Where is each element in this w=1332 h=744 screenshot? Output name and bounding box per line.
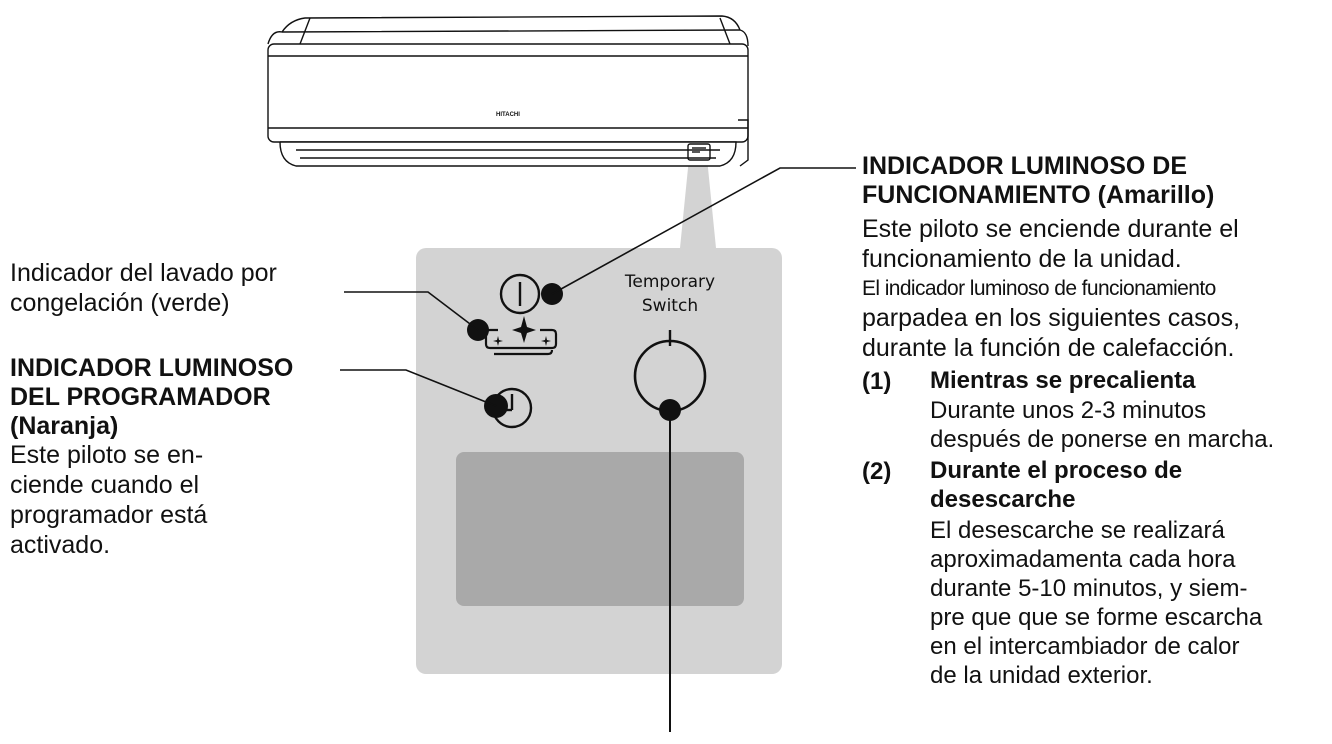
- list-item-title: Durante el proceso de desescarche: [930, 456, 1182, 514]
- power-icon: [499, 273, 541, 315]
- freeze-wash-leader: [344, 291, 479, 331]
- list-item-body: Durante unos 2-3 minutos después de pone…: [930, 396, 1274, 454]
- list-item-number: (2): [862, 458, 892, 485]
- body-line: El desescarche se realizará: [930, 517, 1225, 544]
- label-line: Indicador del lavado por: [10, 259, 277, 287]
- list-item-title: Mientras se precalienta: [930, 367, 1196, 394]
- caption-line: Temporary: [624, 272, 716, 292]
- callout-cone: [680, 148, 716, 248]
- desc-line: programador está: [10, 501, 208, 529]
- freeze-wash-label: Indicador del lavado por congelación (ve…: [10, 258, 277, 318]
- desc-line: durante la función de calefacción.: [862, 334, 1235, 362]
- caption-line: Switch: [641, 296, 699, 316]
- display-window: [456, 452, 744, 606]
- desc-line: Este piloto se en-: [10, 441, 204, 469]
- label-title-line: FUNCIONAMIENTO (Amarillo): [862, 181, 1215, 209]
- temporary-switch-caption: Temporary Switch: [600, 270, 740, 318]
- desc-line: Este piloto se enciende durante el: [862, 215, 1239, 243]
- desc-line: El indicador luminoso de funcionamiento: [862, 277, 1216, 300]
- timer-label: INDICADOR LUMINOSO DEL PROGRAMADOR (Nara…: [10, 354, 293, 441]
- label-line: congelación (verde): [10, 289, 230, 317]
- body-line: en el intercambiador de calor: [930, 633, 1240, 660]
- operation-leader: [551, 167, 856, 295]
- label-title-line: INDICADOR LUMINOSO DE: [862, 152, 1187, 180]
- brand-logo: HITACHI: [496, 112, 520, 118]
- desc-line: funcionamiento de la unidad.: [862, 245, 1182, 273]
- body-line: de la unidad exterior.: [930, 662, 1153, 689]
- list-item-number: (1): [862, 368, 892, 395]
- indoor-unit: [267, 15, 749, 167]
- desc-line: ciende cuando el: [10, 471, 200, 499]
- body-line: Durante unos 2-3 minutos: [930, 397, 1207, 424]
- body-line: después de ponerse en marcha.: [930, 426, 1275, 453]
- label-title-line: (Naranja): [10, 412, 119, 440]
- timer-leader: [340, 369, 497, 407]
- label-title-line: DEL PROGRAMADOR: [10, 383, 271, 411]
- body-line: aproximadamenta cada hora: [930, 546, 1236, 573]
- list-item-body: El desescarche se realizará aproximadame…: [930, 516, 1262, 690]
- desc-line: activado.: [10, 531, 111, 559]
- title-line: Durante el proceso de: [930, 457, 1183, 484]
- title-line: desescarche: [930, 486, 1076, 513]
- timer-description: Este piloto se en- ciende cuando el prog…: [10, 440, 207, 560]
- body-line: pre que que se forme escarcha: [930, 604, 1263, 631]
- body-line: durante 5-10 minutos, y siem-: [930, 575, 1248, 602]
- label-title-line: INDICADOR LUMINOSO: [10, 354, 294, 382]
- desc-line: parpadea en los siguientes casos,: [862, 304, 1241, 332]
- operation-label: INDICADOR LUMINOSO DE FUNCIONAMIENTO (Am…: [862, 152, 1214, 210]
- operation-description: Este piloto se enciende durante el funci…: [862, 214, 1328, 363]
